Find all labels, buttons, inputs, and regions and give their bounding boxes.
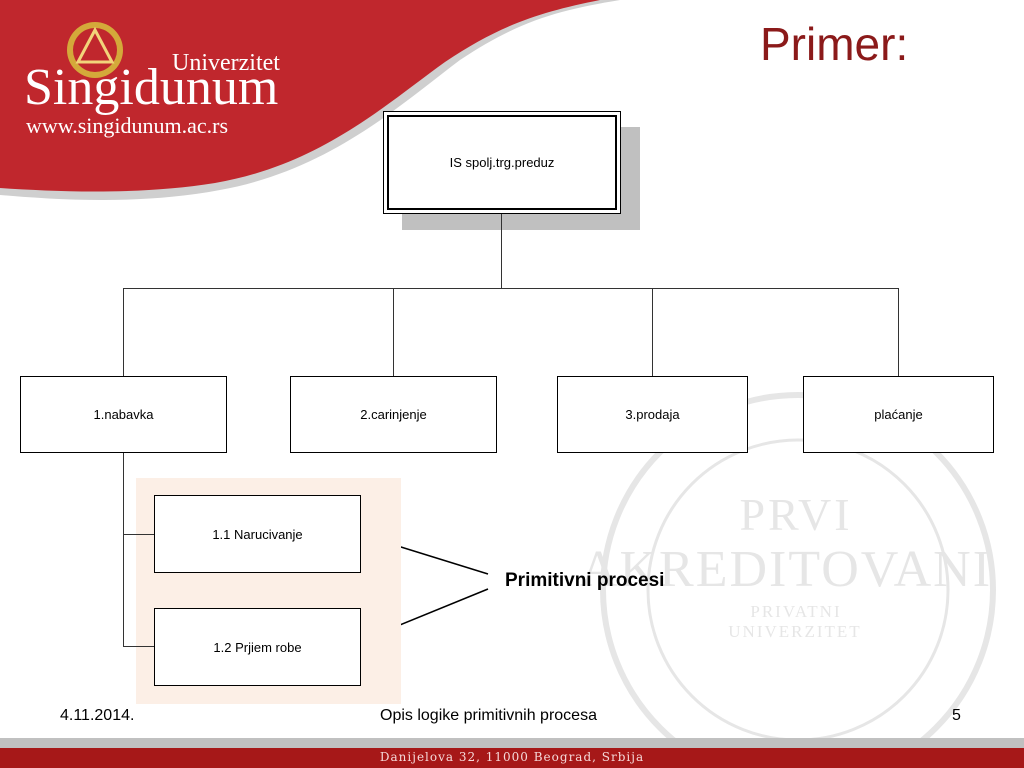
footer-address: Danijelova 32, 11000 Beograd, Srbija: [379, 750, 645, 764]
footer-red-band: [0, 748, 1024, 768]
connector-4: [898, 288, 899, 376]
watermark-line-3: PRIVATNI: [750, 602, 842, 621]
connector-1: [123, 288, 124, 376]
node-nabavka: 1.nabavka: [20, 376, 227, 453]
node-prijem-robe: 1.2 Prjiem robe: [154, 608, 361, 686]
connector-horizontal: [123, 288, 899, 289]
logo-emblem-icon: [67, 22, 123, 78]
connector-root-down: [501, 214, 502, 288]
logo-wordmark: Singidunum: [24, 59, 279, 116]
footer-date: 4.11.2014.: [60, 707, 135, 724]
node-narucivanje: 1.1 Narucivanje: [154, 495, 361, 573]
connector-3: [652, 288, 653, 376]
logo-university-label: Univerzitet: [172, 50, 280, 76]
annotation-label: Primitivni procesi: [505, 570, 665, 591]
connector-sub-2: [123, 646, 155, 647]
logo-url[interactable]: www.singidunum.ac.rs: [26, 113, 229, 138]
node-prodaja: 3.prodaja: [557, 376, 748, 453]
node-placanje: plaćanje: [803, 376, 994, 453]
watermark-line-1: PRVI: [739, 489, 853, 540]
root-node: IS spolj.trg.preduz: [383, 111, 621, 214]
connector-sub-1: [123, 534, 155, 535]
root-node-label: IS spolj.trg.preduz: [449, 155, 555, 170]
watermark-line-2: AKREDITOVANI: [579, 541, 993, 598]
watermark-line-4: UNIVERZITET: [728, 622, 862, 641]
connector-2: [393, 288, 394, 376]
node-carinjenje: 2.carinjenje: [290, 376, 497, 453]
footer-title: Opis logike primitivnih procesa: [380, 707, 597, 724]
connector-sub-vertical: [123, 452, 124, 647]
page-title: Primer:: [760, 18, 909, 70]
page-number: 5: [952, 707, 961, 724]
